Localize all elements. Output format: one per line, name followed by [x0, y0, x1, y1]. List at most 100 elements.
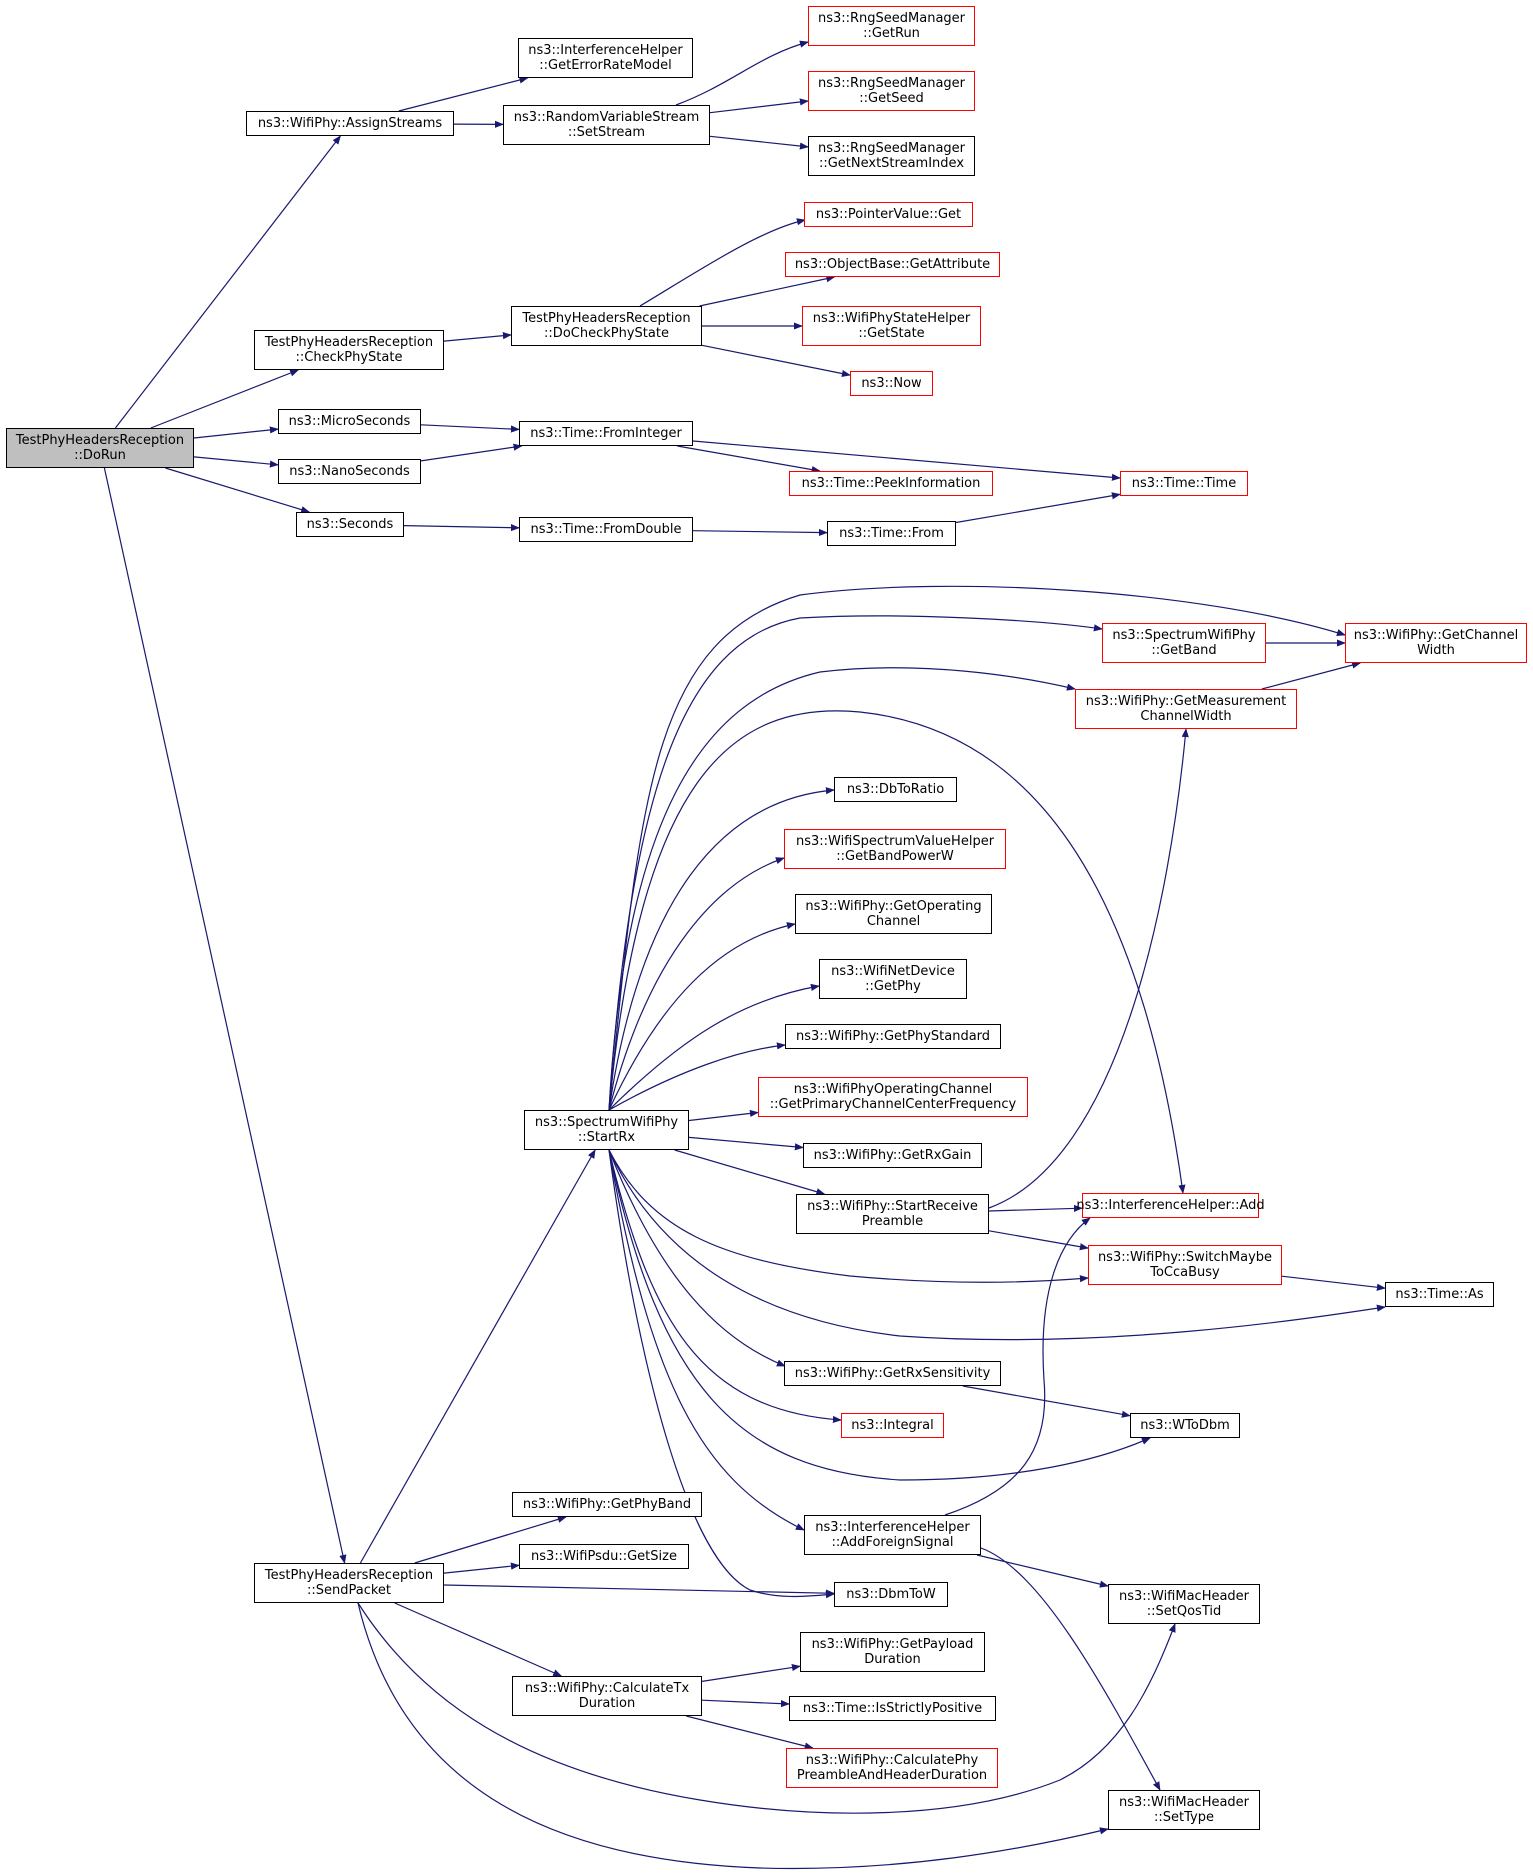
graph-node-getnextstreamindex[interactable]: ns3::RngSeedManager::GetNextStreamIndex: [808, 136, 975, 176]
graph-node-dorun[interactable]: TestPhyHeadersReception::DoRun: [6, 428, 194, 468]
edge-startrx-to-getchannelwidth: [608, 585, 1346, 1111]
graph-node-getattribute[interactable]: ns3::ObjectBase::GetAttribute: [785, 252, 1000, 277]
graph-node-timeas[interactable]: ns3::Time::As: [1385, 1282, 1494, 1307]
graph-node-wtodbm[interactable]: ns3::WToDbm: [1130, 1413, 1240, 1438]
node-label-line: ::DoRun: [74, 448, 126, 463]
graph-node-assignstreams[interactable]: ns3::WifiPhy::AssignStreams: [246, 111, 454, 136]
graph-node-getseed[interactable]: ns3::RngSeedManager::GetSeed: [808, 71, 975, 111]
node-label-line: ns3::WifiMacHeader: [1118, 1795, 1250, 1810]
node-label-line: ::GetErrorRateModel: [539, 58, 672, 73]
graph-node-microseconds[interactable]: ns3::MicroSeconds: [278, 409, 421, 434]
node-label-line: ::CheckPhyState: [295, 350, 403, 365]
graph-node-setqostid[interactable]: ns3::WifiMacHeader::SetQosTid: [1108, 1584, 1260, 1624]
graph-node-dbmtow[interactable]: ns3::DbmToW: [834, 1582, 948, 1607]
graph-node-getband[interactable]: ns3::SpectrumWifiPhy::GetBand: [1102, 623, 1266, 663]
node-label-line: ns3::WifiPhy::GetRxSensitivity: [794, 1366, 991, 1381]
graph-node-timetime[interactable]: ns3::Time::Time: [1120, 471, 1248, 496]
graph-node-getphystandard[interactable]: ns3::WifiPhy::GetPhyStandard: [785, 1024, 1001, 1049]
graph-node-fromdouble[interactable]: ns3::Time::FromDouble: [519, 517, 693, 542]
graph-node-pointervalueget[interactable]: ns3::PointerValue::Get: [804, 202, 973, 227]
graph-node-geterrorratemodel[interactable]: ns3::InterferenceHelper::GetErrorRateMod…: [518, 38, 693, 78]
edge-fromdouble-to-timefrom: [692, 528, 828, 537]
edge-startrx-to-startreceivepreamble: [674, 1149, 826, 1196]
graph-node-getprimarychannelcenterfrequency[interactable]: ns3::WifiPhyOperatingChannel::GetPrimary…: [758, 1077, 1028, 1117]
graph-node-integral[interactable]: ns3::Integral: [841, 1413, 944, 1438]
node-label-line: ns3::Time::PeekInformation: [801, 476, 981, 491]
node-label-line: ns3::WifiPhy::CalculatePhy: [805, 1753, 979, 1768]
graph-node-frominteger[interactable]: ns3::Time::FromInteger: [519, 421, 693, 446]
graph-node-isstrictlypositive[interactable]: ns3::Time::IsStrictlyPositive: [789, 1696, 996, 1721]
graph-node-seconds[interactable]: ns3::Seconds: [296, 512, 404, 537]
graph-node-startrx[interactable]: ns3::SpectrumWifiPhy::StartRx: [524, 1110, 689, 1150]
graph-node-sendpacket[interactable]: TestPhyHeadersReception::SendPacket: [254, 1563, 444, 1603]
edge-sendpacket-to-setqostid: [357, 1602, 1176, 1814]
graph-node-dbtoratio[interactable]: ns3::DbToRatio: [834, 777, 957, 802]
node-label-line: TestPhyHeadersReception: [264, 335, 434, 350]
node-label-line: ::SetStream: [567, 125, 646, 140]
node-label-line: TestPhyHeadersReception: [264, 1568, 434, 1583]
node-label-line: ns3::RandomVariableStream: [513, 110, 700, 125]
graph-node-setstream[interactable]: ns3::RandomVariableStream::SetStream: [503, 105, 710, 145]
edge-dorun-to-microseconds: [193, 426, 279, 439]
node-label-line: ns3::Integral: [851, 1418, 934, 1433]
edge-calculatetxduration-to-getpayloadduration: [701, 1663, 801, 1682]
graph-node-getbandpowerw[interactable]: ns3::WifiSpectrumValueHelper::GetBandPow…: [784, 829, 1006, 869]
edge-docheckphystate-to-getattribute: [699, 275, 836, 307]
node-label-line: ns3::Seconds: [306, 517, 394, 532]
edge-sendpacket-to-calculatetxduration: [394, 1602, 563, 1677]
graph-node-getrxgain[interactable]: ns3::WifiPhy::GetRxGain: [803, 1143, 982, 1168]
edge-dorun-to-nanoseconds: [193, 456, 279, 468]
node-label-line: Preamble: [861, 1214, 924, 1229]
graph-node-getphy[interactable]: ns3::WifiNetDevice::GetPhy: [819, 959, 967, 999]
node-label-line: ::GetBand: [1151, 643, 1217, 658]
node-label-line: ns3::WifiPhy::GetPhyStandard: [795, 1029, 991, 1044]
node-label-line: PreambleAndHeaderDuration: [796, 1768, 988, 1783]
graph-node-nanoseconds[interactable]: ns3::NanoSeconds: [278, 459, 421, 484]
graph-node-getstate[interactable]: ns3::WifiPhyStateHelper::GetState: [802, 306, 981, 346]
node-label-line: ns3::InterferenceHelper::Add: [1076, 1198, 1265, 1213]
node-label-line: Width: [1417, 643, 1455, 658]
graph-node-settype[interactable]: ns3::WifiMacHeader::SetType: [1108, 1790, 1260, 1830]
node-label-line: ::GetPhy: [865, 979, 921, 994]
node-label-line: ns3::WifiNetDevice: [831, 964, 955, 979]
graph-node-docheckphystate[interactable]: TestPhyHeadersReception::DoCheckPhyState: [511, 306, 702, 346]
node-label-line: ns3::Time::Time: [1131, 476, 1237, 491]
edge-dorun-to-seconds: [165, 467, 311, 514]
graph-node-now[interactable]: ns3::Now: [850, 371, 933, 396]
node-label-line: ns3::WifiPhy::SwitchMaybe: [1097, 1250, 1273, 1265]
edge-startrx-to-getphystandard: [608, 1042, 786, 1111]
graph-node-getphyband[interactable]: ns3::WifiPhy::GetPhyBand: [512, 1492, 702, 1517]
edge-startrx-to-getband: [608, 615, 1103, 1111]
edge-startrx-to-getprimarychannelcenterfrequency: [688, 1109, 759, 1122]
edge-getmeasurementchannelwidth-to-getchannelwidth: [1261, 661, 1362, 690]
graph-node-timefrom[interactable]: ns3::Time::From: [827, 521, 956, 546]
graph-node-checkphystate[interactable]: TestPhyHeadersReception::CheckPhyState: [254, 330, 444, 370]
edge-docheckphystate-to-now: [701, 344, 851, 378]
node-label-line: Duration: [578, 1696, 636, 1711]
graph-node-getrun[interactable]: ns3::RngSeedManager::GetRun: [808, 6, 975, 46]
node-label-line: ns3::SpectrumWifiPhy: [534, 1115, 679, 1130]
graph-node-getrxsensitivity[interactable]: ns3::WifiPhy::GetRxSensitivity: [784, 1361, 1001, 1386]
node-label-line: ::GetSeed: [859, 91, 924, 106]
graph-node-peekinformation[interactable]: ns3::Time::PeekInformation: [789, 471, 993, 496]
node-label-line: ns3::InterferenceHelper: [815, 1520, 970, 1535]
node-label-line: ns3::Time::From: [839, 526, 944, 541]
edge-startreceivepreamble-to-switchmaybetoccabusy: [988, 1230, 1089, 1251]
graph-node-addforeignsignal[interactable]: ns3::InterferenceHelper::AddForeignSigna…: [804, 1515, 981, 1555]
graph-node-getsize[interactable]: ns3::WifiPsdu::GetSize: [519, 1544, 689, 1569]
edge-calculatetxduration-to-calculatephypreambleandheaderduration: [686, 1715, 814, 1750]
edge-nanoseconds-to-frominteger: [420, 443, 523, 462]
edge-addforeignsignal-to-settype: [980, 1547, 1161, 1791]
graph-node-interferenceadd[interactable]: ns3::InterferenceHelper::Add: [1076, 1193, 1265, 1218]
edge-sendpacket-to-startrx: [359, 1149, 596, 1564]
edge-checkphystate-to-docheckphystate: [443, 332, 512, 342]
node-label-line: ::GetNextStreamIndex: [818, 156, 965, 171]
